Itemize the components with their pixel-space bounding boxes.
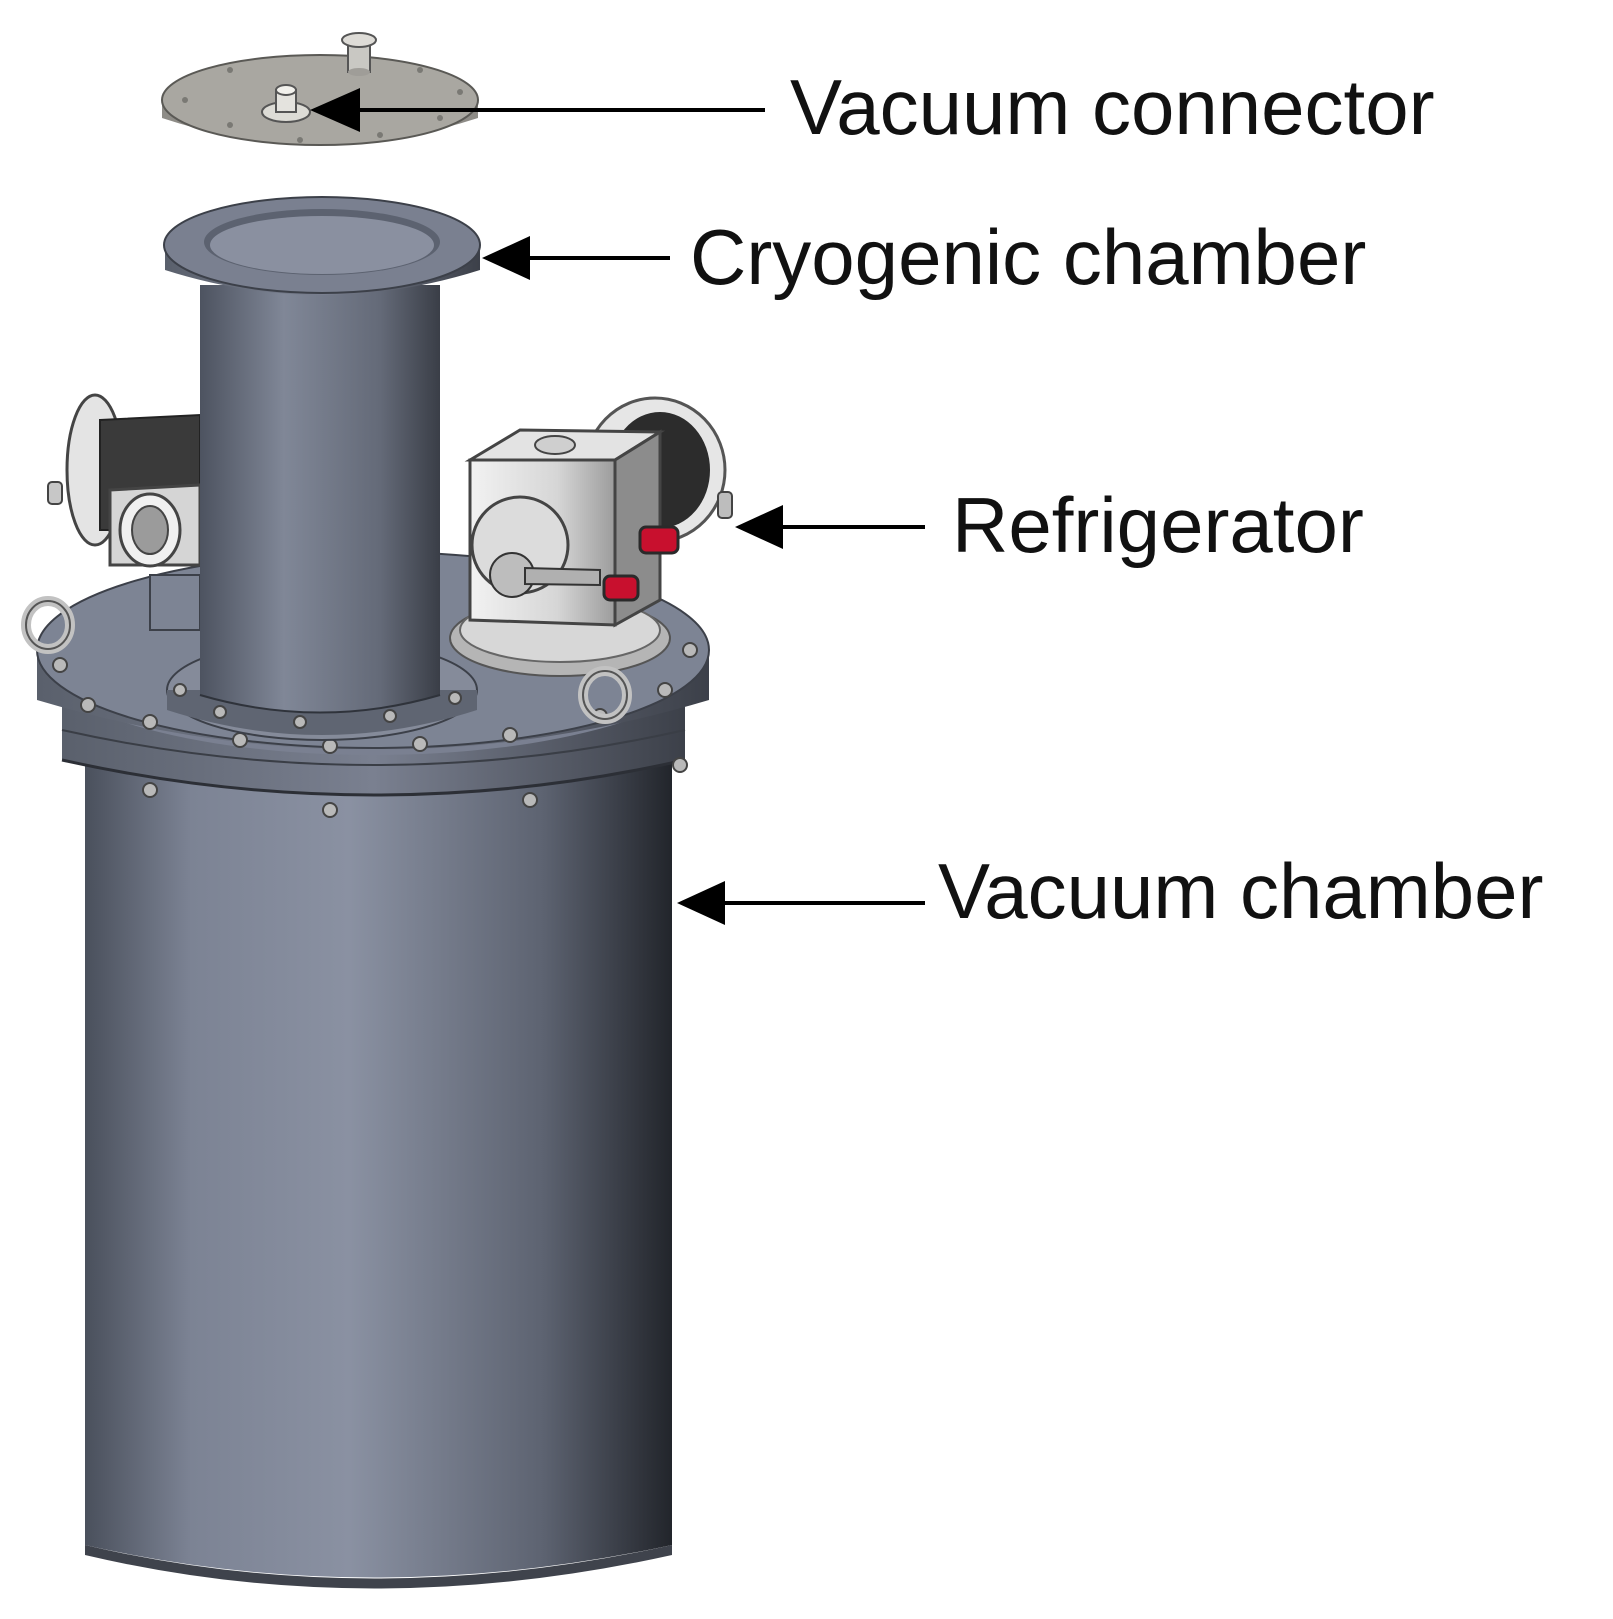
refrigerator [449,396,733,724]
label-vacuum-chamber: Vacuum chamber [938,847,1544,935]
label-vacuum-connector: Vacuum connector [790,63,1435,151]
arrow-vacuum-connector [310,88,765,132]
arrow-vacuum-chamber [677,881,925,925]
label-refrigerator: Refrigerator [952,481,1364,569]
callout-arrows [310,88,925,925]
label-cryogenic-chamber: Cryogenic chamber [690,213,1366,301]
arrow-cryogenic-chamber [482,236,670,280]
cryogenic-chamber [163,196,481,741]
arrow-refrigerator [735,505,925,549]
vacuum-connector [161,32,479,146]
side-port-assembly [21,393,202,654]
